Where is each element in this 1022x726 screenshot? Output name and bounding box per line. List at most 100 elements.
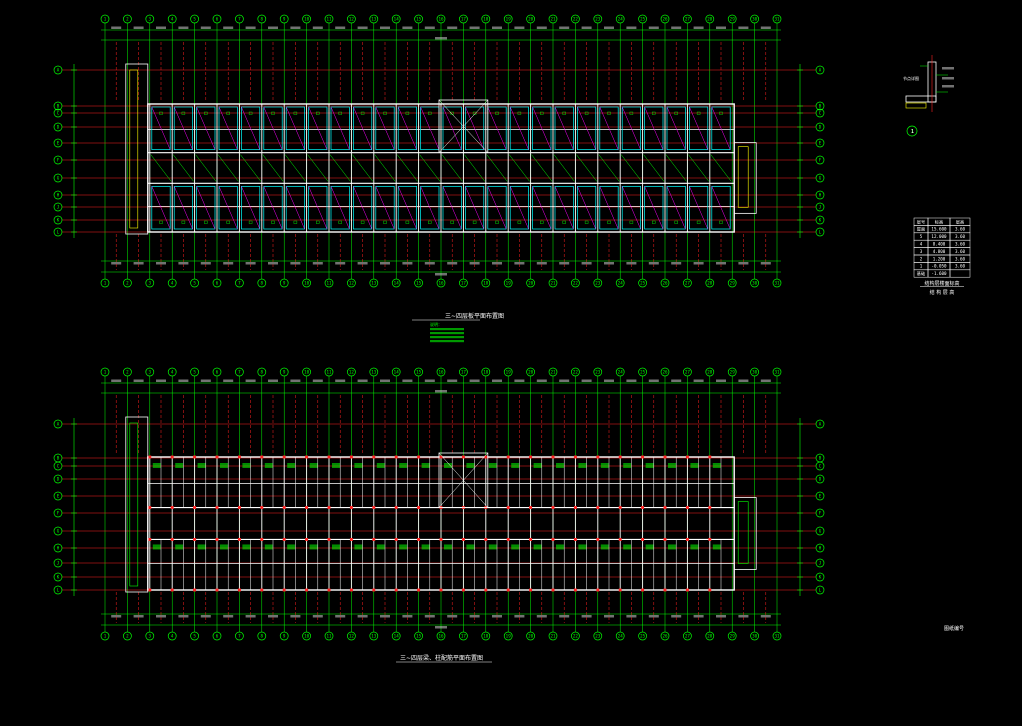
slab-mark — [360, 220, 365, 224]
axis-bubble-label: C — [819, 464, 822, 469]
axis-bubble-circle — [683, 367, 692, 377]
stair-core-middle — [438, 452, 489, 508]
axis-bubble-label: 9 — [283, 634, 286, 639]
axis-bubble-circle — [436, 14, 446, 24]
axis-bubble-circle — [459, 278, 468, 288]
slab-mark — [584, 111, 589, 115]
axis-bubble-label: 21 — [550, 17, 556, 22]
column-mark — [170, 588, 174, 592]
axis-bubble-label: 14 — [394, 281, 400, 286]
slab-mark — [226, 220, 230, 224]
dim-text-bottom — [424, 262, 435, 265]
axis-bubble-circle — [167, 367, 177, 377]
axis-bubble-label: 28 — [707, 281, 713, 286]
axis-bubble-circle — [190, 631, 199, 641]
axis-bubble-label: L — [819, 588, 822, 593]
column-mark — [305, 588, 309, 592]
row-axis-bubble-right: E — [815, 491, 825, 501]
slab-mark — [383, 220, 387, 224]
beam-annotation — [152, 544, 161, 550]
column-mark — [596, 588, 600, 592]
axis-bubble-circle — [593, 631, 603, 641]
corridor-slab-diagonal — [598, 154, 620, 182]
slab-panel — [621, 106, 641, 150]
axis-bubble-circle — [436, 367, 446, 377]
column-axis-bubble-bottom: 1 — [100, 631, 110, 641]
slab-panel — [330, 186, 350, 230]
row-axis-bubble-left: F — [53, 155, 63, 165]
axis-bubble-label: D — [819, 125, 822, 130]
axis-bubble-label: 29 — [730, 17, 736, 22]
beam-annotation — [444, 463, 452, 468]
beam-annotation — [152, 463, 161, 468]
column-mark — [484, 588, 488, 592]
column-mark — [394, 588, 398, 592]
column-mark — [170, 455, 174, 459]
dim-text-top — [178, 379, 189, 382]
axis-bubble-label: D — [57, 125, 60, 130]
slab-mark — [405, 220, 410, 224]
column-axis-bubble-bottom: 28 — [705, 278, 715, 288]
slab-diagonal — [666, 106, 686, 150]
axis-bubble-label: 22 — [573, 17, 579, 22]
column-axis-bubble-top: 4 — [167, 14, 177, 24]
axis-bubble-circle — [815, 461, 825, 471]
plan-bottom-title: 三~四层梁、柱配筋平面布置图 — [400, 654, 483, 662]
column-axis-bubble-bottom: 30 — [750, 631, 759, 641]
axis-bubble-label: 18 — [483, 370, 489, 375]
slab-diagonal — [711, 106, 731, 150]
column-mark — [417, 506, 421, 509]
column-mark — [506, 506, 510, 509]
column-mark — [618, 538, 622, 541]
dim-text-top — [245, 379, 256, 382]
column-axis-bubble-top: 6 — [212, 14, 222, 24]
dim-text-bottom — [671, 615, 682, 618]
stair-core-middle — [438, 99, 489, 154]
slab-panel — [263, 186, 283, 230]
column-axis-bubble-bottom: 8 — [257, 278, 267, 288]
axis-bubble-label: K — [57, 218, 60, 223]
column-mark — [573, 538, 577, 541]
column-axis-bubble-top: 7 — [235, 367, 244, 377]
dim-text-bottom — [492, 262, 502, 265]
table-cell-text: 2 — [920, 256, 923, 261]
slab-diagonal — [173, 106, 193, 150]
slab-diagonal — [285, 186, 305, 230]
dim-text-top — [760, 379, 771, 382]
dim-text-top — [223, 379, 234, 382]
axis-bubble-circle — [815, 227, 825, 237]
slab-mark — [629, 220, 634, 224]
axis-bubble-circle — [727, 278, 737, 288]
axis-bubble-label: 26 — [662, 634, 668, 639]
axis-bubble-label: J — [57, 205, 60, 210]
row-axis-bubble-left: J — [53, 202, 63, 212]
axis-bubble-label: E — [57, 494, 60, 499]
stair-flight — [129, 69, 139, 229]
dim-text-top — [380, 26, 390, 29]
beam-annotation — [309, 463, 318, 468]
column-mark — [394, 506, 398, 509]
dim-text-top — [156, 379, 166, 382]
axis-bubble-label: 21 — [550, 634, 556, 639]
axis-bubble-circle — [279, 367, 289, 377]
axis-bubble-label: 18 — [483, 17, 489, 22]
dim-text-top — [357, 379, 368, 382]
column-axis-bubble-bottom: 2 — [123, 278, 132, 288]
stair-cross — [438, 99, 488, 153]
axis-bubble-label: A — [819, 422, 822, 427]
column-axis-bubble-top: 17 — [459, 14, 468, 24]
beam-annotation — [220, 463, 228, 468]
slab-mark — [629, 111, 634, 115]
dim-text-top — [156, 26, 166, 29]
slab-diagonal — [218, 186, 238, 230]
slab-diagonal — [621, 106, 641, 150]
corridor-slab-diagonal — [285, 154, 306, 182]
axis-bubble-label: D — [819, 477, 822, 482]
slab-mark — [495, 220, 499, 224]
row-axis-bubble-right: C — [815, 108, 825, 118]
column-mark — [506, 538, 510, 541]
axis-bubble-label: 28 — [707, 370, 713, 375]
axis-bubble-circle — [123, 278, 132, 288]
dim-text-top — [380, 379, 390, 382]
axis-bubble-circle — [815, 155, 825, 165]
